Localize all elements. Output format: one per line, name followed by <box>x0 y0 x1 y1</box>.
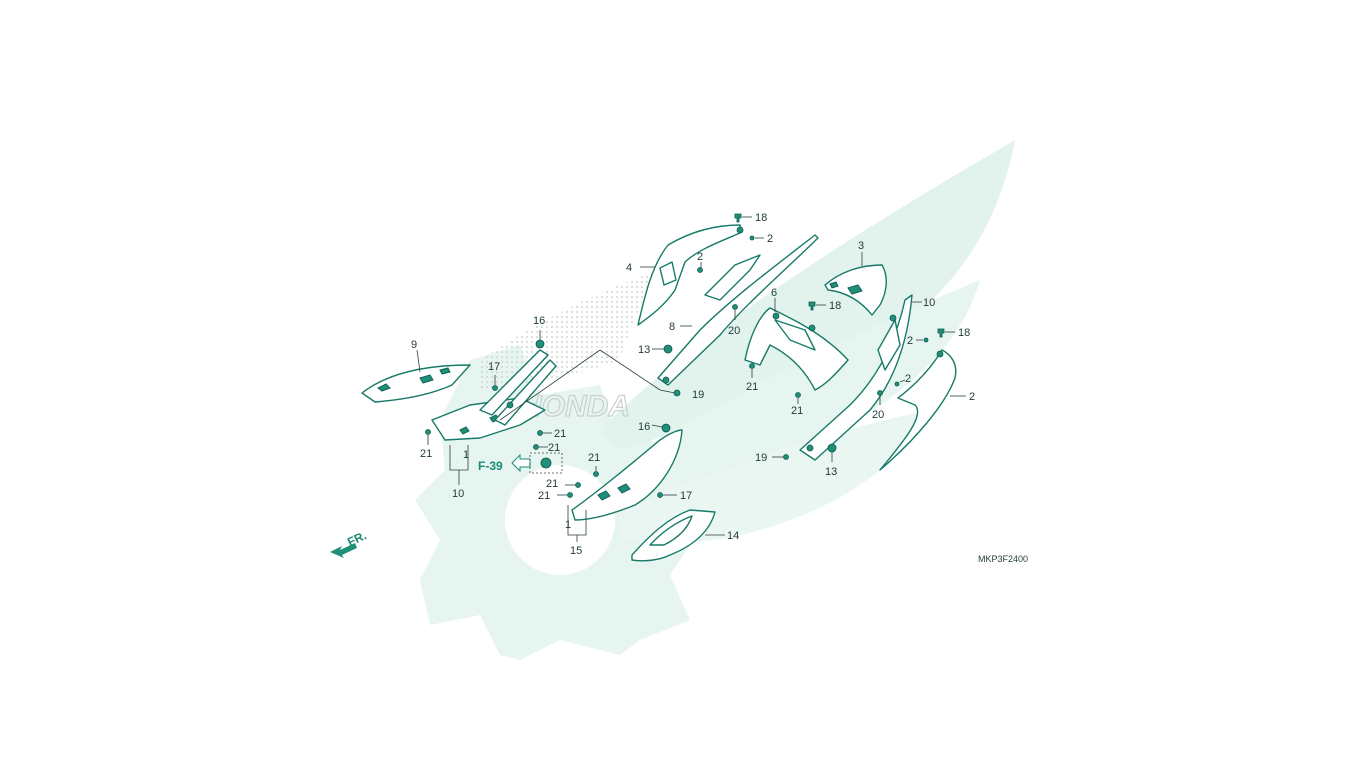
reference-label: F-39 <box>478 459 503 473</box>
part-14 <box>631 509 716 562</box>
part-4 <box>637 224 744 326</box>
callout-10: 10 <box>923 297 935 309</box>
callout-12: 10 <box>452 488 464 500</box>
callout-9: 8 <box>669 321 675 333</box>
callout-19-a: 19 <box>692 389 704 401</box>
callout-18-c: 18 <box>958 327 970 339</box>
callout-18-b: 18 <box>829 300 841 312</box>
callout-1-b: 1 <box>565 519 571 531</box>
callout-16-upper: 16 <box>533 315 545 327</box>
part-rear-bracket <box>479 339 557 426</box>
reference-f39: F-39 <box>478 452 563 474</box>
callout-2-d: 2 <box>905 373 911 385</box>
reference-box <box>529 452 563 474</box>
watermark-wing-lower <box>620 410 930 543</box>
direction-indicator: FR. <box>330 528 369 558</box>
callout-21-c: 21 <box>548 442 560 454</box>
callout-21-e: 21 <box>791 405 803 417</box>
callout-21-b: 21 <box>554 428 566 440</box>
callout-17-upper: 17 <box>488 361 500 373</box>
part-6 <box>879 349 957 471</box>
callout-14: 14 <box>727 530 739 542</box>
callout-13-b: 13 <box>825 466 837 478</box>
part-15 <box>571 423 683 521</box>
callout-21-a: 21 <box>420 448 432 460</box>
part-9 <box>657 234 819 386</box>
diagram-code: MKP3F2400 <box>978 554 1028 564</box>
callout-18-a: 18 <box>755 212 767 224</box>
callout-4: 4 <box>626 262 632 274</box>
callout-20-a: 20 <box>728 325 740 337</box>
callout-8: 6 <box>771 287 777 299</box>
watermark-gear-hole <box>505 465 615 575</box>
callout-17-b: 17 <box>680 490 692 502</box>
part-10 <box>799 294 913 461</box>
callout-20-b: 20 <box>872 409 884 421</box>
callout-21-d: 21 <box>746 381 758 393</box>
callout-16-b: 16 <box>638 421 650 433</box>
callout-3: 3 <box>858 240 864 252</box>
watermark-wing-upper <box>600 140 1015 450</box>
callout-2-c: 2 <box>907 335 913 347</box>
callout-2-b: 2 <box>697 251 703 263</box>
callout-15: 15 <box>570 545 582 557</box>
callout-6: 2 <box>969 391 975 403</box>
part-8 <box>744 307 849 391</box>
part-11 <box>361 364 471 403</box>
callout-2-a: 2 <box>767 233 773 245</box>
callout-11: 9 <box>411 339 417 351</box>
front-arrow-icon <box>330 543 357 558</box>
callout-1: 1 <box>463 449 469 461</box>
callout-21-f: 21 <box>588 452 600 464</box>
callout-13-a: 13 <box>638 344 650 356</box>
callout-21-h: 21 <box>538 490 550 502</box>
callout-21-g: 21 <box>546 478 558 490</box>
callout-19-b: 19 <box>755 452 767 464</box>
part-3 <box>824 264 887 316</box>
direction-label: FR. <box>345 528 368 549</box>
